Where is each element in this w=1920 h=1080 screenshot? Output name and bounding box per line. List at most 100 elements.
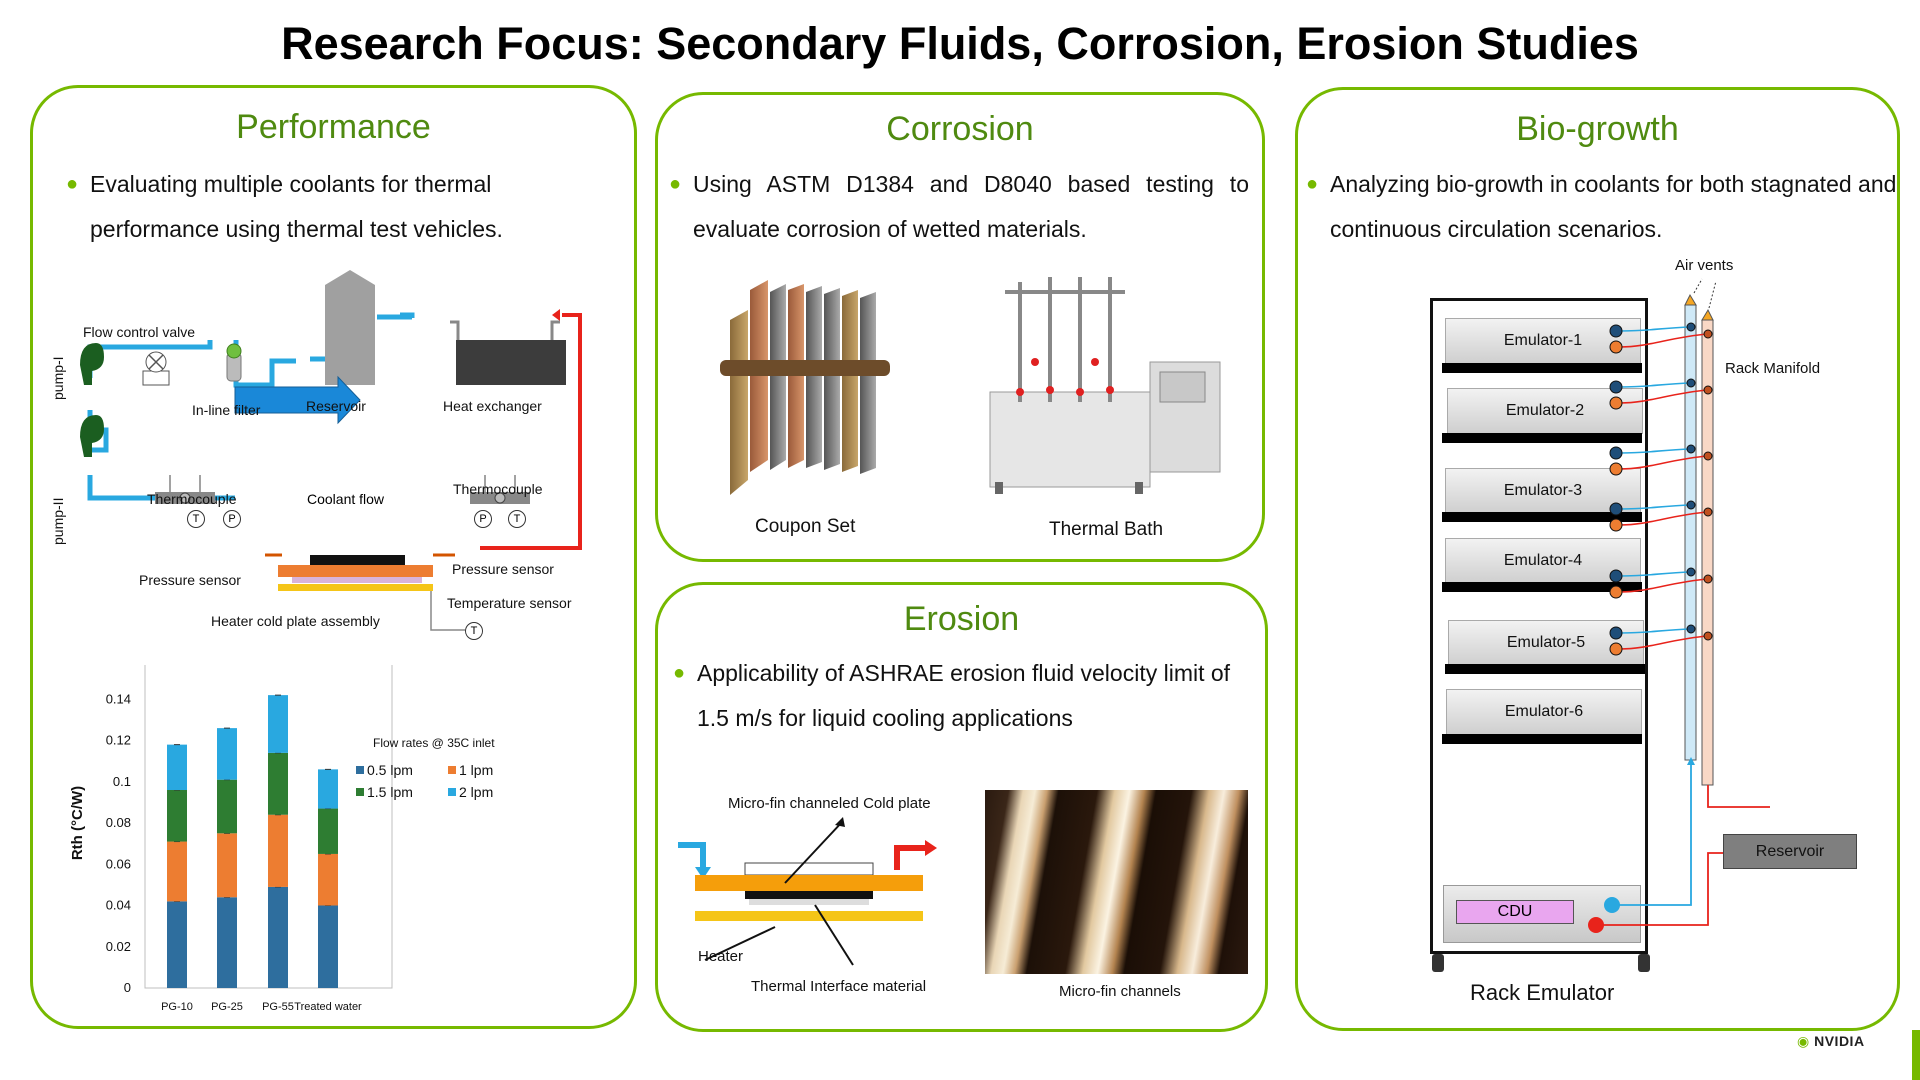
supply-line	[1619, 571, 1692, 577]
micro-fin-image	[985, 790, 1248, 974]
y-tick-label: 0.12	[106, 733, 131, 748]
manifold-port	[1686, 378, 1696, 388]
emulator-port	[1609, 502, 1623, 516]
bar-segment	[268, 695, 288, 753]
emulator-port	[1609, 324, 1623, 338]
performance-bullet: ● Evaluating multiple coolants for therm…	[66, 162, 560, 252]
emulator-5: Emulator-5	[1448, 620, 1644, 666]
pump2-label: pump-II	[50, 497, 66, 545]
x-tick-label: PG-55	[262, 1001, 294, 1013]
legend-swatch	[356, 766, 364, 774]
bullet-dot-icon: ●	[673, 662, 686, 684]
bar-segment	[217, 779, 237, 834]
heat-exchanger-label: Heat exchanger	[443, 398, 542, 414]
legend-entry: 1 lpm	[459, 762, 493, 778]
flow-control-valve-label: Flow control valve	[83, 324, 196, 340]
bar-segment	[268, 752, 288, 815]
rack-wheel	[1638, 954, 1650, 972]
performance-bullet-text: Evaluating multiple coolants for thermal…	[90, 171, 503, 242]
temperature-sensor-icon: T	[465, 622, 483, 640]
supply-line	[1619, 504, 1692, 510]
bullet-dot-icon: ●	[669, 173, 682, 195]
manifold-port	[1703, 329, 1713, 339]
return-line	[1619, 578, 1709, 593]
thermal-loop-diagram	[80, 270, 582, 631]
pump2-shape	[80, 415, 104, 457]
rack-manifold-diagram	[1588, 278, 1770, 933]
reservoir-label: Reservoir	[306, 398, 366, 414]
emulator-port	[1609, 462, 1623, 476]
emulator-1: Emulator-1	[1445, 318, 1641, 364]
rack-shelf	[1442, 512, 1642, 522]
erosion-bullet: ● Applicability of ASHRAE erosion fluid …	[673, 651, 1257, 741]
manifold-port	[1703, 574, 1713, 584]
erosion-bullet-text: Applicability of ASHRAE erosion fluid ve…	[697, 660, 1231, 731]
bar-segment	[167, 901, 187, 988]
bar-segment	[318, 769, 338, 809]
emulator-port	[1609, 396, 1623, 410]
reservoir-box: Reservoir	[1723, 834, 1857, 869]
rack-emulator-caption: Rack Emulator	[1470, 980, 1615, 1005]
legend-swatch	[448, 766, 456, 774]
rack-shelf	[1445, 664, 1645, 674]
rack-shelf	[1442, 734, 1642, 744]
manifold-port	[1686, 624, 1696, 634]
pump1-shape	[80, 343, 104, 385]
corrosion-heading: Corrosion	[886, 110, 1034, 148]
bar-segment	[167, 744, 187, 790]
nvidia-logo: ◉ NVIDIA	[1797, 1033, 1865, 1049]
bar-segment	[167, 790, 187, 842]
supply-line	[1619, 448, 1692, 454]
rack-frame	[1430, 298, 1648, 954]
emulator-port	[1609, 626, 1623, 640]
performance-heading: Performance	[236, 108, 431, 146]
manifold-port	[1686, 444, 1696, 454]
bar-segment	[167, 841, 187, 902]
cdu-label: CDU	[1456, 900, 1574, 924]
cold-plate-diagram	[678, 817, 937, 966]
return-line	[1619, 389, 1709, 404]
x-tick-label: PG-10	[161, 1001, 193, 1013]
thermocouple-left-label: Thermocouple	[147, 491, 237, 507]
pump1-label: pump-I	[50, 356, 66, 400]
bullet-dot-icon: ●	[66, 173, 79, 195]
tim-label: Thermal Interface material	[751, 978, 927, 995]
corrosion-bullet: ● Using ASTM D1384 and D8040 based testi…	[669, 162, 1249, 252]
pressure-sensor-left-label: Pressure sensor	[139, 572, 241, 588]
reservoir-shape	[325, 270, 375, 385]
thermal-bath-image	[989, 277, 1221, 494]
corrosion-bullet-text: Using ASTM D1384 and D8040 based testing…	[693, 171, 1249, 242]
emulator-port	[1609, 518, 1623, 532]
y-tick-label: 0.1	[113, 774, 131, 789]
return-line	[1619, 333, 1709, 348]
thermocouple-gauge-icon: T	[508, 510, 526, 528]
return-line	[1619, 635, 1709, 650]
manifold-port	[1686, 567, 1696, 577]
emulator-port	[1609, 340, 1623, 354]
thermal-bath-caption: Thermal Bath	[1049, 519, 1164, 540]
rth-stacked-bar-chart: 00.020.040.060.080.10.120.140.16Rth (°C/…	[69, 665, 495, 1013]
bar-segment	[217, 833, 237, 898]
pressure-sensor-right-label: Pressure sensor	[452, 561, 554, 577]
rack-manifold-label: Rack Manifold	[1725, 360, 1821, 377]
return-line	[1619, 455, 1709, 470]
legend-entry: 0.5 lpm	[367, 762, 413, 778]
emulator-6: Emulator-6	[1446, 689, 1642, 735]
nvidia-eye-icon: ◉	[1797, 1033, 1810, 1049]
biogrowth-heading: Bio-growth	[1516, 110, 1679, 148]
manifold-port	[1703, 385, 1713, 395]
manifold-port	[1703, 451, 1713, 461]
bar-segment	[268, 814, 288, 887]
y-tick-label: 0	[124, 980, 131, 995]
bar-segment	[318, 808, 338, 854]
legend-swatch	[356, 788, 364, 796]
pressure-gauge-icon: P	[223, 510, 241, 528]
legend-entry: 1.5 lpm	[367, 784, 413, 800]
accent-bar	[1912, 1030, 1920, 1080]
y-tick-label: 0.14	[106, 691, 131, 706]
rack-shelf	[1442, 582, 1642, 592]
y-axis-label: Rth (°C/W)	[69, 786, 86, 860]
bar-segment	[318, 905, 338, 988]
biogrowth-bullet: ● Analyzing bio-growth in coolants for b…	[1306, 162, 1910, 252]
heater-assembly-label: Heater cold plate assembly	[211, 613, 380, 629]
